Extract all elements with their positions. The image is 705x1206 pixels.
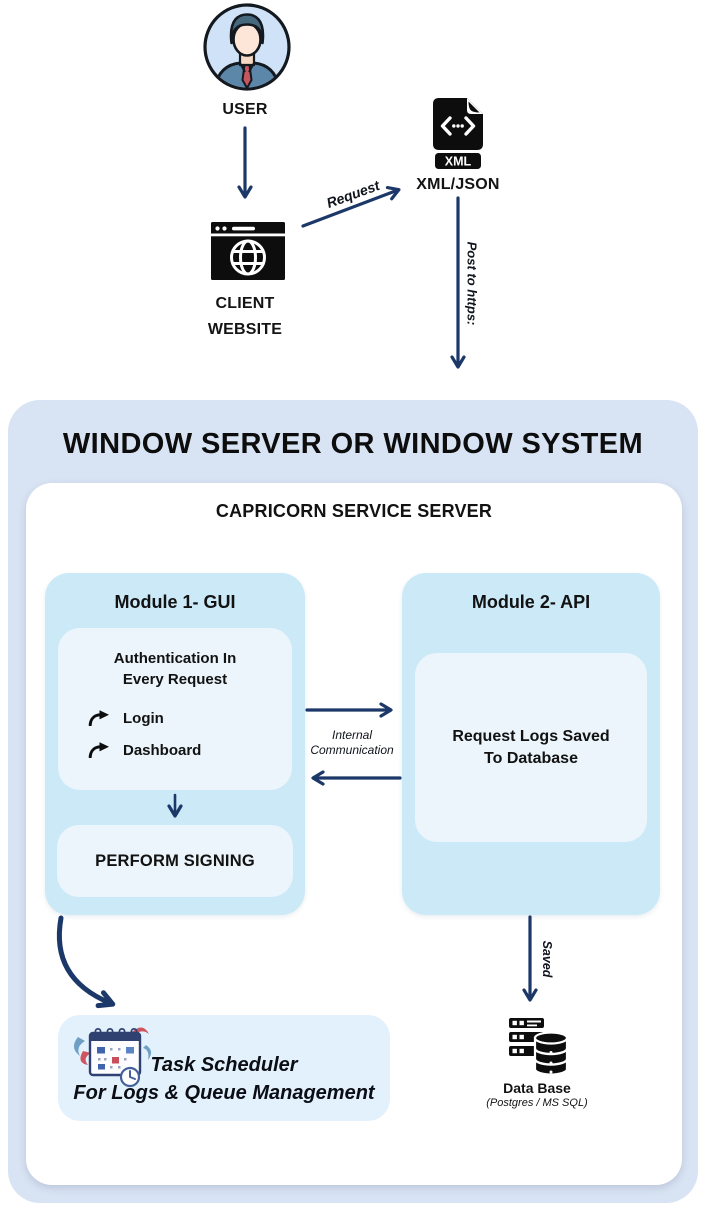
task-scheduler-box: Task Scheduler For Logs & Queue Manageme… [58,1015,390,1121]
module1-gui-box: Module 1- GUI Authentication In Every Re… [45,573,305,915]
internal-label-line1: Internal [331,728,373,742]
client-label-line1: CLIENT [215,295,275,312]
request-edge-label: Request [324,177,382,211]
browser-globe-icon [211,222,285,280]
auth-item-dashboard: Dashboard [88,738,201,762]
auth-item-label: Login [123,709,164,727]
request-logs-box: Request Logs Saved To Database [415,653,647,842]
module2-api-box: Module 2- API Request Logs Saved To Data… [402,573,660,915]
server-database-icon [509,1016,567,1078]
saved-edge-label: Saved [540,940,554,978]
calendar-clock-icon [70,1021,160,1089]
database-sublabel: (Postgres / MS SQL) [486,1097,588,1109]
request-logs-line1: Request Logs Saved [452,727,610,745]
task-scheduler-label: Task Scheduler For Logs & Queue Manageme… [58,1051,390,1107]
redo-arrow-icon [88,710,109,726]
post-edge-label: Post to https: [464,241,480,326]
user-avatar-icon [202,2,292,92]
database-label: Data Base [503,1080,571,1096]
internal-communication-label: Internal Communication [302,728,402,758]
auth-item-label: Dashboard [123,741,202,759]
auth-item-login: Login [88,706,164,730]
client-label-line2: WEBSITE [207,321,283,338]
redo-arrow-icon [88,742,109,758]
client-website-label: CLIENT WEBSITE [185,291,305,343]
auth-title: Authentication In Every Request [58,648,292,690]
xml-badge: XML [445,155,472,169]
window-server-title: WINDOW SERVER OR WINDOW SYSTEM [62,428,644,460]
auth-title-line1: Authentication In [113,650,237,667]
task-label-line2: For Logs & Queue Management [73,1082,375,1104]
request-logs-line2: To Database [484,749,578,767]
perform-signing-label: PERFORM SIGNING [95,851,255,870]
xml-json-label: XML/JSON [416,176,500,193]
user-label: USER [222,101,268,118]
auth-box: Authentication In Every Request Login [58,628,292,790]
xml-file-icon: XML [429,98,487,170]
task-label-line1: Task Scheduler [150,1054,298,1076]
perform-signing-box: PERFORM SIGNING [57,825,293,897]
module1-title: Module 1- GUI [114,592,236,612]
auth-title-line2: Every Request [122,671,228,688]
internal-label-line2: Communication [310,743,394,757]
module2-title: Module 2- API [471,592,591,612]
capricorn-title: CAPRICORN SERVICE SERVER [215,501,493,521]
